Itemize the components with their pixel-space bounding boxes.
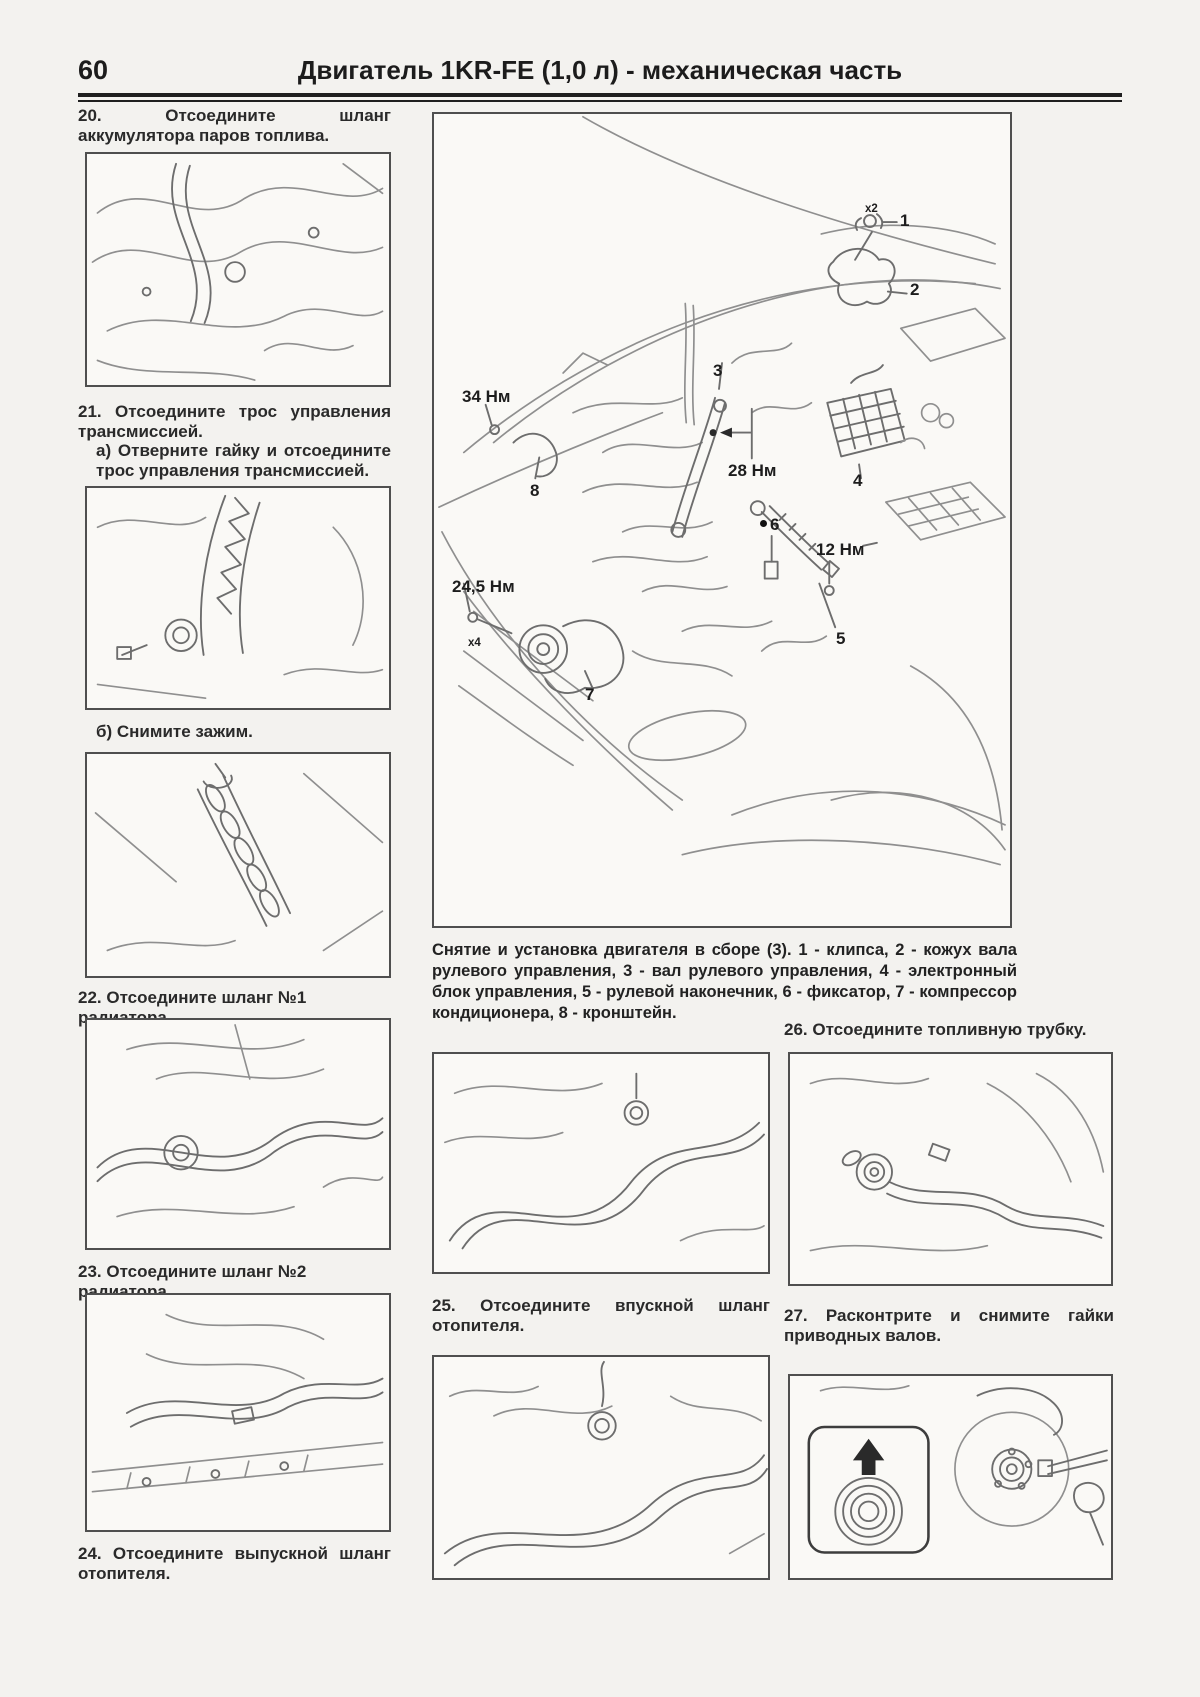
figure-step27 — [788, 1374, 1113, 1580]
step-20-text: 20. Отсоедините шланг аккумулятора паров… — [78, 106, 391, 145]
figure-step21b — [85, 752, 391, 978]
step-24-text: 24. Отсоедините выпускной шланг отопител… — [78, 1544, 391, 1583]
figure-step25 — [432, 1355, 770, 1580]
diagram-caption: Снятие и установка двигателя в сборе (3)… — [432, 941, 1017, 1022]
diagram-qty-x2: x2 — [865, 203, 878, 215]
figure-step20 — [85, 152, 391, 387]
figure-step23 — [85, 1293, 391, 1532]
diagram-callout-6: 6 — [770, 515, 780, 534]
fuel-tube-drawing — [809, 1072, 1105, 1252]
step-25-text: 25. Отсоедините впускной шланг отопителя… — [432, 1296, 770, 1335]
fastener-dot-icon — [760, 520, 767, 527]
diagram-callout-2: 2 — [910, 280, 920, 299]
page-title: Двигатель 1KR-FE (1,0 л) - механическая … — [297, 55, 903, 85]
diagram-callout-4: 4 — [853, 471, 863, 490]
radiator-hose1-drawing — [96, 1024, 384, 1218]
page-number: 60 — [78, 55, 109, 85]
heater-outlet-hose-drawing — [444, 1072, 765, 1250]
diagram-torque-12: 12 Нм — [816, 540, 865, 559]
drive-shaft-nut-drawing — [807, 1384, 1108, 1554]
control-cable-drawing — [96, 494, 384, 700]
diagram-callout-3: 3 — [713, 361, 723, 380]
diagram-callout-8: 8 — [530, 481, 540, 500]
clamp-removal-drawing — [94, 762, 384, 952]
diagram-torque-245: 24,5 Нм — [452, 577, 515, 596]
diagram-torque-34: 34 Нм — [462, 387, 511, 406]
diagram-callout-7: 7 — [585, 685, 595, 704]
header-rule — [78, 93, 1122, 102]
step-26-text: 26. Отсоедините топливную трубку. — [784, 1020, 1087, 1039]
step-21b-text: б) Снимите зажим. — [96, 722, 253, 741]
diagram-callout-1: 1 — [900, 211, 910, 230]
vapor-hose-drawing — [91, 162, 384, 381]
figure-step24 — [432, 1052, 770, 1274]
figure-step22 — [85, 1018, 391, 1250]
diagram-callout-5: 5 — [836, 629, 846, 648]
diagram-qty-x4: x4 — [468, 637, 481, 649]
radiator-hose2-drawing — [91, 1313, 384, 1493]
step-21-text: 21. Отсоедините трос управления трансмис… — [78, 402, 391, 480]
engine-bay-drawing — [438, 115, 1006, 866]
diagram-torque-28: 28 Нм — [728, 461, 777, 480]
heater-inlet-hose-drawing — [443, 1360, 768, 1567]
figure-step21a — [85, 486, 391, 710]
figure-step26 — [788, 1052, 1113, 1286]
figure-engine-removal-diagram — [432, 112, 1012, 928]
step-27-text: 27. Расконтрите и снимите гайки приводны… — [784, 1306, 1114, 1345]
